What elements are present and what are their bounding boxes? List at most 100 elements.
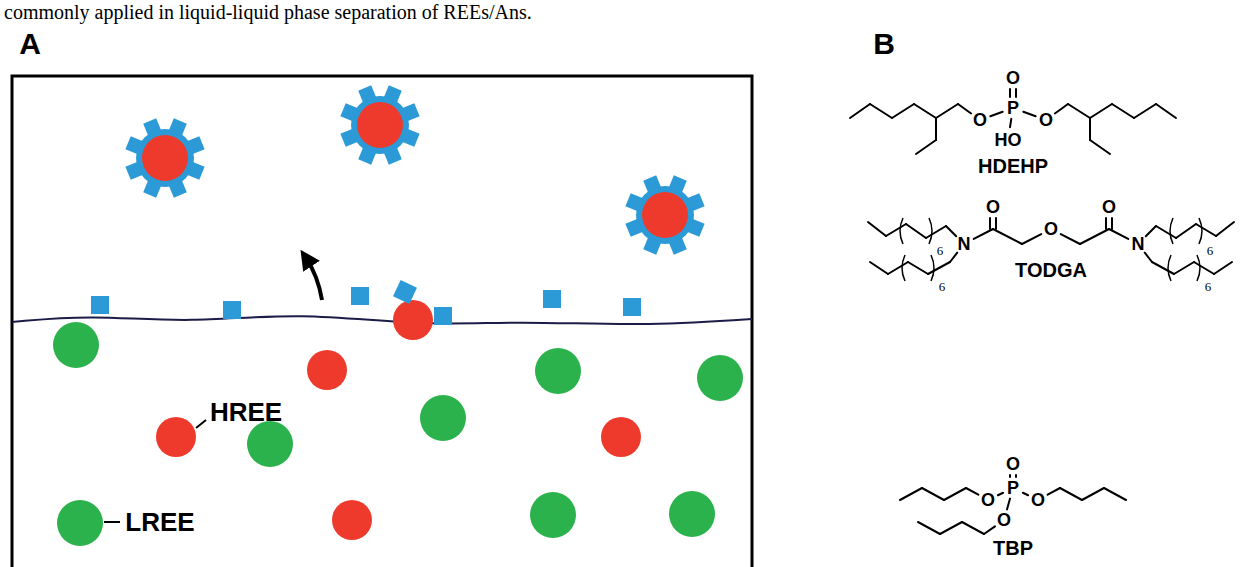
bond: [998, 493, 1003, 495]
hree-ion: [156, 417, 196, 457]
repeat-subscript: 6: [937, 244, 944, 257]
lree-ion: [697, 355, 743, 401]
bond: [1082, 488, 1104, 500]
bond: [1105, 218, 1107, 229]
bond: [1194, 262, 1214, 274]
repeat-bracket: [1197, 255, 1200, 281]
extractant-molecule: [351, 287, 369, 305]
atom-symbol: O: [973, 111, 987, 129]
bond: [918, 522, 940, 534]
hree-ion: [332, 500, 372, 540]
bond: [1174, 262, 1194, 274]
atom-symbol: O: [1031, 491, 1045, 509]
bond: [1112, 104, 1134, 118]
compound-name: TBP: [993, 538, 1033, 558]
repeat-bracket: [929, 218, 932, 244]
chemical-bonds: [850, 89, 1234, 534]
repeat-subscript: 6: [1207, 244, 1214, 257]
extractant-molecule: [223, 301, 241, 319]
lree-ion: [530, 492, 576, 538]
bond: [1061, 234, 1080, 244]
extractant-molecule: [623, 298, 641, 316]
bond: [1111, 218, 1113, 229]
bond: [926, 226, 946, 238]
bond: [922, 488, 944, 500]
extracted-complex: [340, 85, 419, 164]
liquid-interface: [12, 316, 752, 324]
atom-symbol: P: [1007, 99, 1019, 117]
bond: [944, 488, 966, 500]
lree-ion: [57, 500, 103, 546]
bond: [914, 104, 936, 118]
bond: [1015, 475, 1017, 477]
bond: [916, 140, 936, 154]
bond: [1214, 262, 1232, 274]
extractant-molecule: [434, 307, 452, 325]
transfer-arrow: [306, 258, 322, 300]
bond: [1134, 104, 1156, 118]
bond: [870, 104, 892, 118]
bond: [888, 262, 908, 274]
bond: [940, 522, 962, 534]
atom-symbol: O: [1006, 69, 1020, 87]
lree-ion: [535, 348, 581, 394]
bond: [892, 104, 914, 118]
bond: [974, 229, 993, 239]
atom-symbol: O: [986, 198, 1000, 216]
bond: [906, 224, 926, 238]
bond: [1007, 499, 1010, 510]
repeat-bracket: [1168, 255, 1171, 281]
bond: [993, 229, 1022, 244]
bond: [1156, 226, 1176, 238]
hree-ion: [393, 300, 433, 340]
repeat-bracket: [902, 255, 905, 281]
bond: [1068, 104, 1090, 118]
panel-letter: B: [873, 29, 895, 59]
bond: [1109, 229, 1128, 239]
ion-label: LREE: [125, 509, 194, 535]
bond: [1104, 488, 1126, 500]
atom-symbol: N: [1132, 235, 1145, 253]
bond: [1146, 226, 1156, 236]
lree-ion: [420, 395, 466, 441]
extractant-molecule: [393, 280, 417, 304]
bond: [868, 222, 886, 236]
compound-name: TODGA: [1015, 260, 1087, 280]
atom-symbol: O: [1006, 455, 1020, 473]
repeat-bracket: [1199, 218, 1202, 244]
panel-letter: A: [19, 29, 41, 59]
bond: [1010, 119, 1011, 127]
repeat-subscript: 6: [939, 280, 946, 293]
atom-symbol: N: [958, 235, 971, 253]
ion-label: HREE: [210, 399, 282, 425]
extracted-complex: [125, 118, 204, 197]
bond: [958, 104, 971, 114]
compound-name: HDEHP: [978, 156, 1048, 176]
leader-line: [196, 420, 206, 428]
bond: [1176, 224, 1196, 238]
bond: [1216, 222, 1234, 236]
bond: [1022, 234, 1041, 244]
caption-text: commonly applied in liquid-liquid phase …: [4, 2, 532, 22]
bond: [1009, 475, 1011, 477]
bond: [1090, 140, 1110, 154]
bond: [962, 522, 984, 534]
bond: [1152, 262, 1174, 274]
bond: [1090, 104, 1112, 118]
bond: [989, 218, 991, 229]
leader-line: [104, 521, 120, 523]
hree-ion: [601, 417, 641, 457]
atom-symbol: O: [997, 511, 1011, 529]
bond: [1196, 224, 1216, 236]
repeat-bracket: [1170, 218, 1173, 244]
bond: [1145, 253, 1152, 262]
bond: [1060, 488, 1082, 500]
bond: [1048, 488, 1060, 495]
bond: [908, 262, 928, 274]
bond: [995, 218, 997, 229]
bond: [1023, 493, 1028, 495]
atom-symbol: O: [1102, 198, 1116, 216]
atom-symbol: HO: [995, 131, 1022, 149]
